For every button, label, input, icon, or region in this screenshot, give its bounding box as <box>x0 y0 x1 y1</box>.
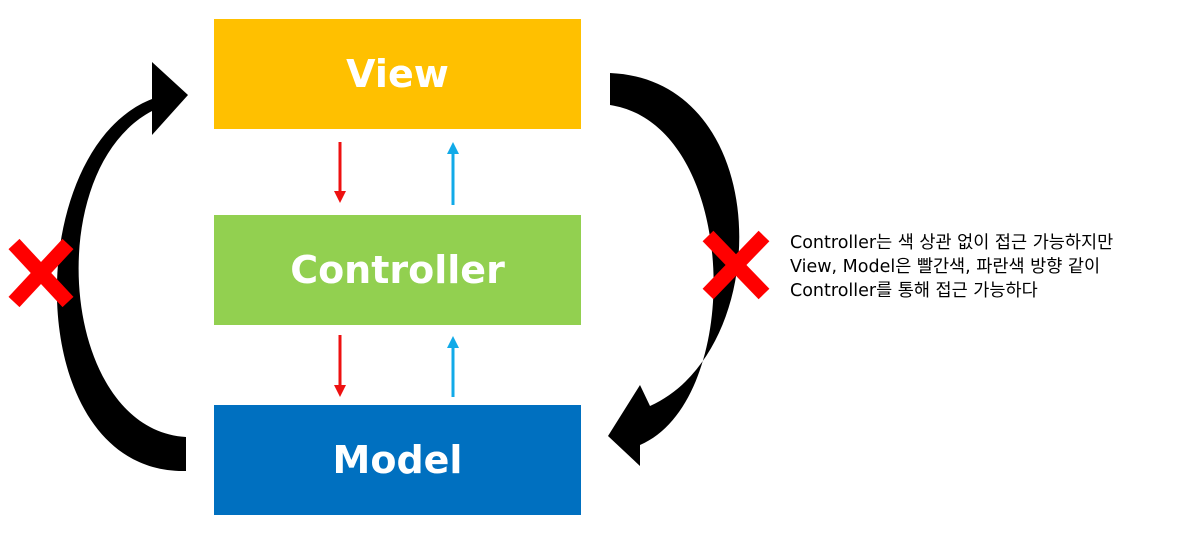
left-curved-arrow <box>56 62 188 472</box>
controller-label: Controller <box>290 248 505 292</box>
view-label: View <box>346 52 449 96</box>
explanation-note: Controller는 색 상관 없이 접근 가능하지만 View, Model… <box>790 231 1186 303</box>
note-line-2: View, Model은 빨간색, 파란색 방향 같이 <box>790 257 1101 277</box>
note-line-3: Controller를 통해 접근 가능하다 <box>790 281 1038 301</box>
model-to-controller-arrow <box>447 336 459 397</box>
controller-box: Controller <box>214 215 581 325</box>
model-label: Model <box>332 438 463 482</box>
note-line-1: Controller는 색 상관 없이 접근 가능하지만 <box>790 233 1114 253</box>
left-blocked-x-icon <box>8 238 74 308</box>
right-curved-arrow <box>608 73 740 466</box>
view-to-controller-arrow <box>334 142 346 203</box>
controller-to-view-arrow <box>447 142 459 205</box>
model-box: Model <box>214 405 581 515</box>
view-box: View <box>214 19 581 129</box>
right-blocked-x-icon <box>702 230 770 300</box>
controller-to-model-arrow <box>334 335 346 397</box>
